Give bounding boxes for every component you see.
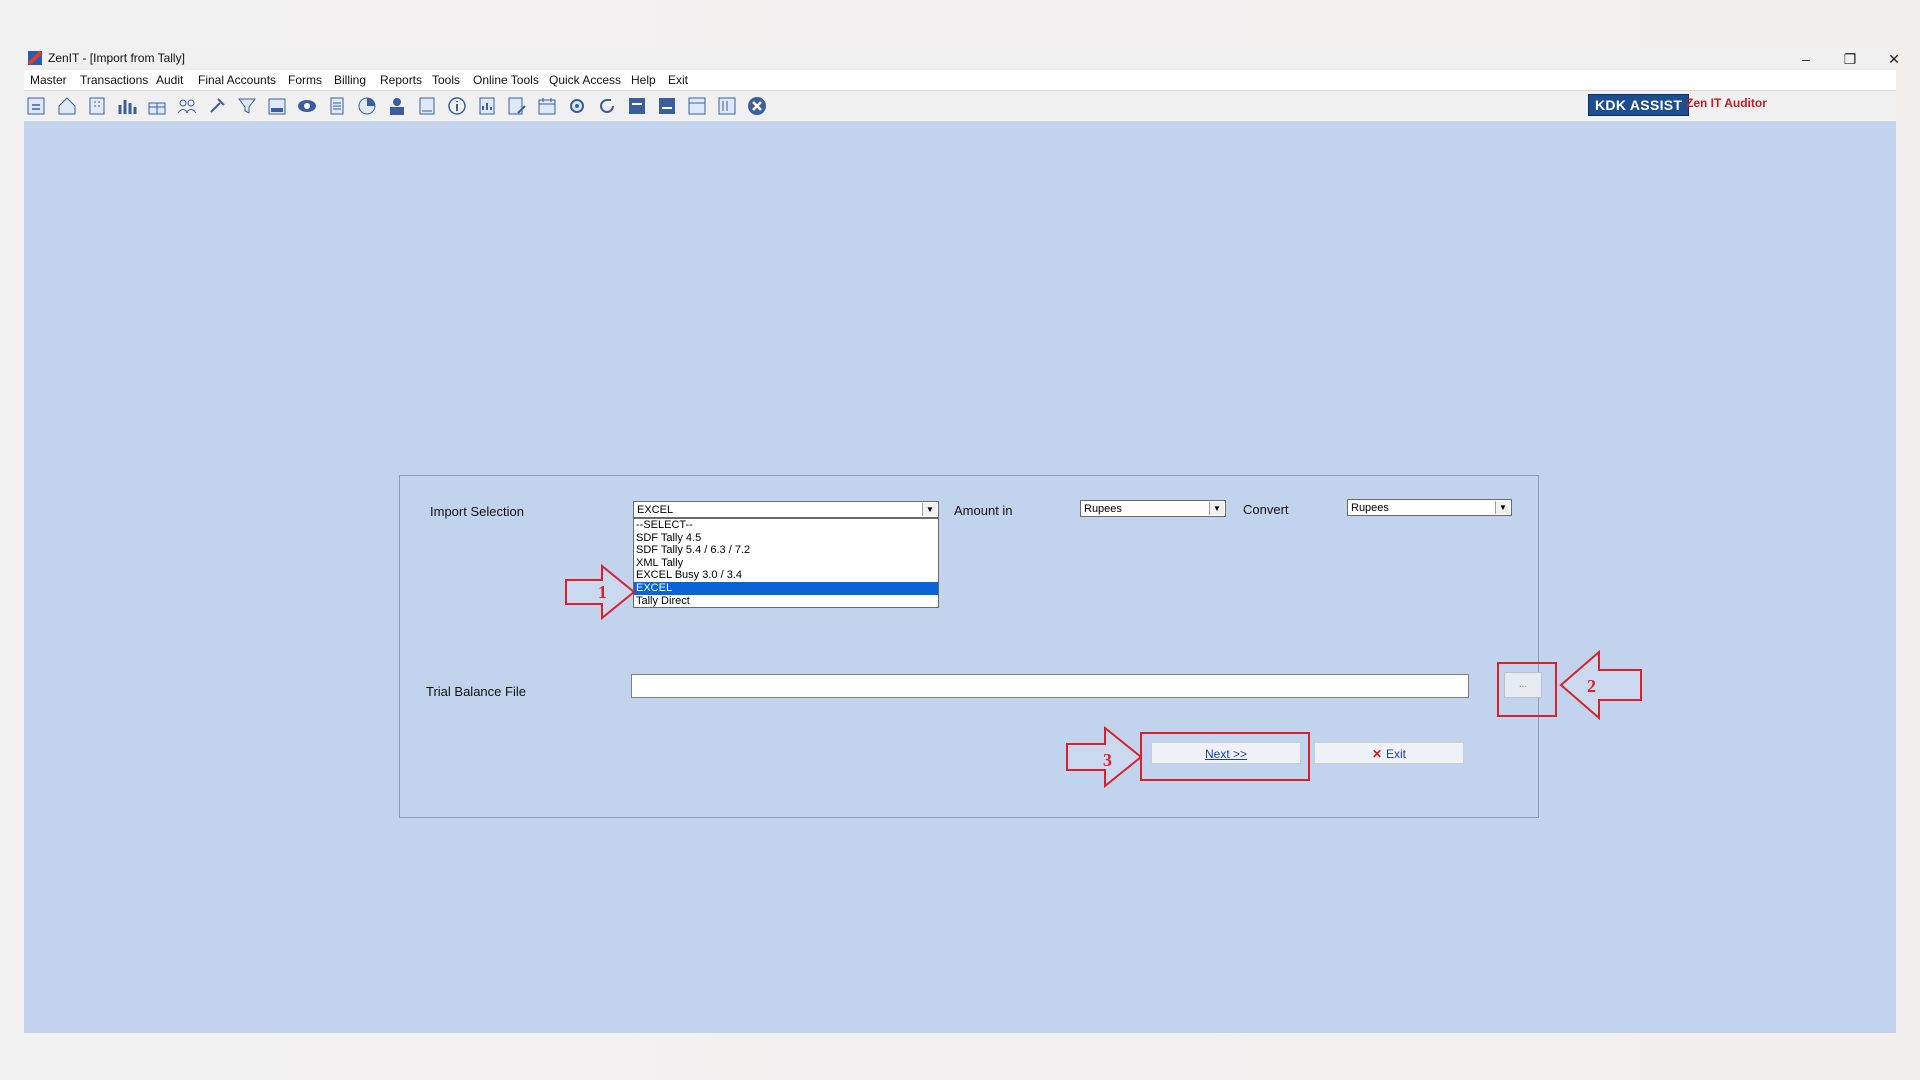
gift-icon[interactable] xyxy=(146,95,168,117)
home-icon[interactable] xyxy=(56,95,78,117)
menu-tools[interactable]: Tools xyxy=(432,73,461,87)
calendar-icon[interactable] xyxy=(536,95,558,117)
next-button[interactable]: Next >> xyxy=(1151,742,1301,764)
restore-button[interactable]: ❐ xyxy=(1843,51,1857,67)
option-excel-busy[interactable]: EXCEL Busy 3.0 / 3.4 xyxy=(636,569,742,582)
app-window: ZenIT - [Import from Tally] – ❐ ✕ Master… xyxy=(24,48,1900,1033)
sheet-icon[interactable] xyxy=(716,95,738,117)
annotation-label-2: 2 xyxy=(1587,676,1596,696)
amount-in-label: Amount in xyxy=(954,503,1013,518)
amount-in-value: Rupees xyxy=(1084,503,1122,515)
menu-billing[interactable]: Billing xyxy=(334,73,367,87)
filter-icon[interactable] xyxy=(236,95,258,117)
close-button[interactable]: ✕ xyxy=(1888,51,1900,67)
chevron-down-icon[interactable]: ▼ xyxy=(1209,502,1224,515)
report-icon[interactable] xyxy=(476,95,498,117)
bar-chart-icon[interactable] xyxy=(116,95,138,117)
exit-button-label: Exit xyxy=(1386,747,1407,761)
option-sdf-tally-45[interactable]: SDF Tally 4.5 xyxy=(636,531,702,544)
option-excel[interactable]: EXCEL xyxy=(634,581,938,595)
option-sdf-tally-54[interactable]: SDF Tally 5.4 / 6.3 / 7.2 xyxy=(636,544,751,557)
menu-quick-access[interactable]: Quick Access xyxy=(549,73,622,87)
exit-button[interactable]: ✕Exit xyxy=(1314,742,1464,764)
edit-icon[interactable] xyxy=(506,95,528,117)
zenit-app-icon xyxy=(27,50,43,66)
convert-label: Convert xyxy=(1243,502,1289,517)
trial-balance-file-input[interactable] xyxy=(631,674,1469,698)
minimize-button[interactable]: – xyxy=(1802,51,1810,67)
convert-combo[interactable]: Rupees ▼ xyxy=(1347,499,1512,516)
menu-reports[interactable]: Reports xyxy=(380,73,423,87)
calculator-icon[interactable] xyxy=(326,95,348,117)
import-dialog: Import Selection EXCEL ▼ --SELECT-- SDF … xyxy=(399,475,1642,818)
3cd-icon[interactable] xyxy=(686,95,708,117)
option-xml-tally[interactable]: XML Tally xyxy=(636,556,684,569)
next-highlight-box xyxy=(1140,732,1310,781)
toolbar: KDK ASSIST Zen IT Auditor xyxy=(24,91,1896,122)
import-selection-label: Import Selection xyxy=(430,504,524,519)
info-icon[interactable] xyxy=(446,95,468,117)
menu-exit[interactable]: Exit xyxy=(668,73,689,87)
option-tally-direct[interactable]: Tally Direct xyxy=(636,594,690,607)
annotation-arrow-1: 1 xyxy=(565,563,636,621)
hammer-icon[interactable] xyxy=(206,95,228,117)
refresh-icon[interactable] xyxy=(596,95,618,117)
chevron-down-icon[interactable]: ▼ xyxy=(1495,501,1510,514)
users-icon[interactable] xyxy=(176,95,198,117)
import-selection-value: EXCEL xyxy=(637,504,674,516)
browse-button[interactable]: ... xyxy=(1504,672,1542,698)
window-title: ZenIT - [Import from Tally] xyxy=(48,51,185,65)
close-circle-icon[interactable] xyxy=(746,95,768,117)
next-button-label: Next >> xyxy=(1204,747,1248,761)
annotation-label-3: 3 xyxy=(1103,750,1112,770)
import-selection-list: --SELECT-- SDF Tally 4.5 SDF Tally 5.4 /… xyxy=(633,518,939,608)
bs-icon[interactable] xyxy=(626,95,648,117)
menu-final-accounts[interactable]: Final Accounts xyxy=(198,73,277,87)
pie-chart-icon[interactable] xyxy=(356,95,378,117)
zen-it-auditor-label: Zen IT Auditor xyxy=(1686,96,1767,110)
settings-icon[interactable] xyxy=(566,95,588,117)
menu-help[interactable]: Help xyxy=(631,73,656,87)
menu-bar: Master Transactions Audit Final Accounts… xyxy=(24,70,1896,91)
annotation-arrow-2: 2 xyxy=(1559,650,1642,720)
bs-export-icon[interactable] xyxy=(656,95,678,117)
workspace: Import Selection EXCEL ▼ --SELECT-- SDF … xyxy=(24,122,1896,1033)
menu-transactions[interactable]: Transactions xyxy=(80,73,149,87)
trial-balance-file-label: Trial Balance File xyxy=(426,684,526,699)
amount-in-combo[interactable]: Rupees ▼ xyxy=(1080,500,1226,517)
convert-value: Rupees xyxy=(1351,502,1389,514)
browse-highlight-box xyxy=(1497,662,1557,717)
annotation-arrow-3: 3 xyxy=(1066,726,1143,788)
pay-icon[interactable] xyxy=(386,95,408,117)
menu-forms[interactable]: Forms xyxy=(288,73,322,87)
import-selection-combo[interactable]: EXCEL ▼ xyxy=(633,501,939,518)
building-icon[interactable] xyxy=(86,95,108,117)
menu-audit[interactable]: Audit xyxy=(156,73,184,87)
option-select[interactable]: --SELECT-- xyxy=(636,519,693,531)
menu-master[interactable]: Master xyxy=(30,73,67,87)
import-icon[interactable] xyxy=(26,95,48,117)
kdk-assist-badge[interactable]: KDK ASSIST xyxy=(1588,94,1690,116)
menu-online-tools[interactable]: Online Tools xyxy=(473,73,539,87)
close-icon: ✕ xyxy=(1371,747,1383,761)
title-bar: ZenIT - [Import from Tally] – ❐ ✕ xyxy=(24,48,1900,70)
chevron-down-icon[interactable]: ▼ xyxy=(922,503,937,516)
eye-icon[interactable] xyxy=(296,95,318,117)
annotation-label-1: 1 xyxy=(598,582,607,602)
book-icon[interactable] xyxy=(416,95,438,117)
tax-icon[interactable] xyxy=(266,95,288,117)
